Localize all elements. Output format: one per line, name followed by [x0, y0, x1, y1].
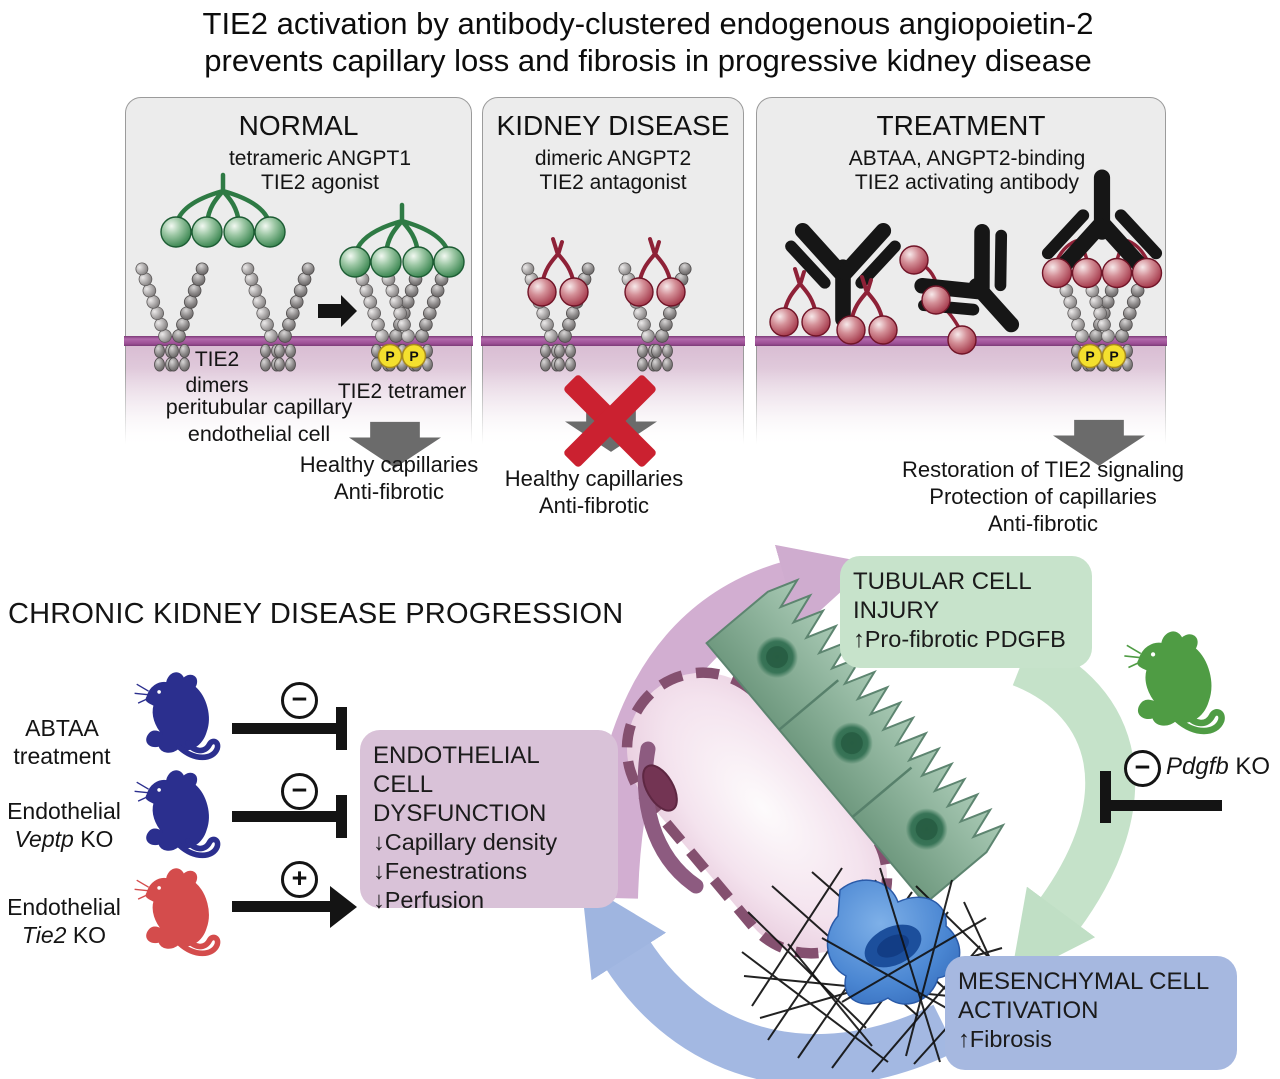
treatment-outcome: Restoration of TIE2 signaling Protection…	[901, 457, 1185, 536]
minus-sign-2: −	[281, 773, 318, 810]
inhibit-tbar-2	[336, 795, 347, 838]
normal-outcome: Healthy capillaries Anti-fibrotic	[299, 452, 479, 504]
disease-outcome: Healthy capillaries Anti-fibrotic	[504, 466, 684, 518]
cell-membrane	[481, 336, 745, 346]
down-arrow-icon: ↓	[373, 887, 385, 913]
abtaa-label: ABTAA, ANGPT2-binding TIE2 activating an…	[848, 147, 1086, 194]
tie2-dimers-label: TIE2 dimers	[185, 348, 249, 397]
activate-line-3	[232, 901, 332, 912]
green-mouse-icon	[1124, 632, 1221, 731]
inhibit-tbar-pdgfb	[1100, 771, 1111, 823]
cell-membrane	[755, 336, 1167, 346]
up-arrow-icon: ↑	[958, 1026, 970, 1052]
angpt2-label: dimeric ANGPT2 TIE2 antagonist	[534, 147, 692, 194]
endothelial-cell-icon	[637, 741, 704, 894]
blue-mouse-icon	[135, 673, 218, 757]
panel-fade	[754, 368, 1168, 463]
red-mouse-icon	[135, 869, 218, 953]
pdgfb-ko-label: Pdgfb KO	[1166, 753, 1271, 780]
title-line1: TIE2 activation by antibody-clustered en…	[202, 6, 1094, 41]
figure-title: TIE2 activation by antibody-clustered en…	[203, 5, 1094, 79]
activate-arrowhead-3	[330, 886, 357, 928]
inhibit-line-2	[232, 811, 336, 822]
panel-treatment-header: TREATMENT	[876, 110, 1046, 141]
endothelial-dysfunction-box: ENDOTHELIAL CELL DYSFUNCTION ↓Capillary …	[360, 730, 618, 913]
peritubular-capillary-label: peritubular capillary endothelial cell	[165, 395, 353, 446]
capillary-icon	[621, 667, 893, 959]
tie2-ko-label: Endothelial Tie2 KO	[7, 894, 121, 948]
up-arrow-icon: ↑	[853, 626, 865, 652]
inhibit-line-pdgfb	[1105, 800, 1222, 811]
panel-normal-header: NORMAL	[238, 110, 359, 141]
down-arrow-icon: ↓	[373, 858, 385, 884]
veptp-ko-label: Endothelial Veptp KO	[7, 798, 121, 852]
endothelial-nucleus-icon	[642, 764, 678, 812]
panel-disease-header: KIDNEY DISEASE	[496, 110, 730, 141]
plus-sign-3: +	[281, 861, 318, 898]
title-line2: prevents capillary loss and fibrosis in …	[204, 43, 1092, 78]
inhibit-tbar-1	[336, 707, 347, 750]
tie2-tetramer-label: TIE2 tetramer	[337, 380, 467, 403]
green-cycle-arrow	[1010, 638, 1136, 981]
cycle-heading: CHRONIC KIDNEY DISEASE PROGRESSION	[8, 598, 624, 630]
mesenchymal-activation-box: MESENCHYMAL CELL ACTIVATION ↑Fibrosis	[945, 956, 1237, 1070]
cell-membrane	[124, 336, 473, 346]
angpt1-label: tetrameric ANGPT1 TIE2 agonist	[228, 147, 412, 194]
minus-sign-1: −	[281, 682, 318, 719]
panel-fade	[480, 368, 746, 463]
minus-sign-pdgfb: −	[1124, 750, 1161, 787]
down-arrow-icon: ↓	[373, 829, 385, 855]
mesenchymal-cell-icon	[826, 879, 961, 1005]
blue-cycle-arrow	[581, 881, 957, 1079]
abtaa-treatment-label: ABTAA treatment	[13, 715, 111, 769]
inhibit-line-1	[232, 723, 336, 734]
pink-cycle-arrow	[586, 544, 872, 899]
blue-mouse-icon	[135, 771, 218, 855]
tubular-injury-box: TUBULAR CELL INJURY ↑Pro-fibrotic PDGFB	[840, 556, 1092, 668]
